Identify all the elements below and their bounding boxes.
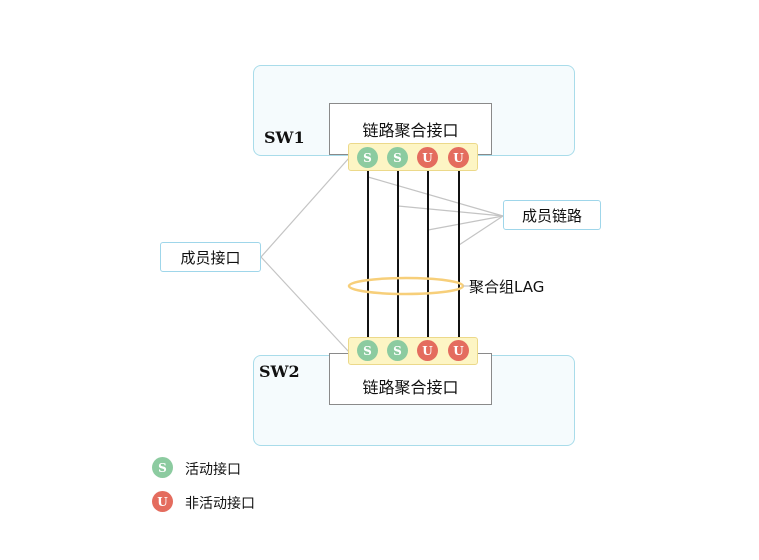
member-interface-callout: 成员接口 [160, 242, 261, 272]
sw1-port-2[interactable]: S [387, 147, 408, 168]
sw2-port-4[interactable]: U [448, 340, 469, 361]
member-link-pointer-4 [458, 215, 504, 246]
member-link-pointer-2 [397, 205, 504, 217]
member-link-label: 成员链路 [521, 206, 582, 225]
sw1-lag-interface-label: 链路聚合接口 [362, 121, 459, 140]
sw1-port-1[interactable]: S [357, 147, 378, 168]
sw2-port-3[interactable]: U [417, 340, 438, 361]
member-link-pointer-3 [427, 215, 504, 231]
sw1-port-3[interactable]: U [417, 147, 438, 168]
sw2-port-2[interactable]: S [387, 340, 408, 361]
member-interface-pointer-sw2 [260, 256, 350, 353]
lag-ring [347, 276, 465, 296]
sw1-label: SW1 [264, 128, 305, 147]
legend-active-label: 活动接口 [185, 462, 241, 478]
legend-active-icon: S [152, 457, 173, 478]
member-interface-label: 成员接口 [180, 248, 241, 267]
lag-group-label: 聚合组LAG [469, 278, 545, 296]
sw2-lag-interface-label: 链路聚合接口 [362, 378, 459, 397]
legend-inactive-label: 非活动接口 [185, 496, 255, 512]
legend-inactive-icon: U [152, 491, 173, 512]
sw1-port-4[interactable]: U [448, 147, 469, 168]
member-link-pointer-1 [367, 176, 504, 217]
member-interface-pointer-sw1 [260, 157, 350, 258]
sw2-port-1[interactable]: S [357, 340, 378, 361]
member-link-callout: 成员链路 [503, 200, 601, 230]
sw2-label: SW2 [259, 362, 300, 381]
